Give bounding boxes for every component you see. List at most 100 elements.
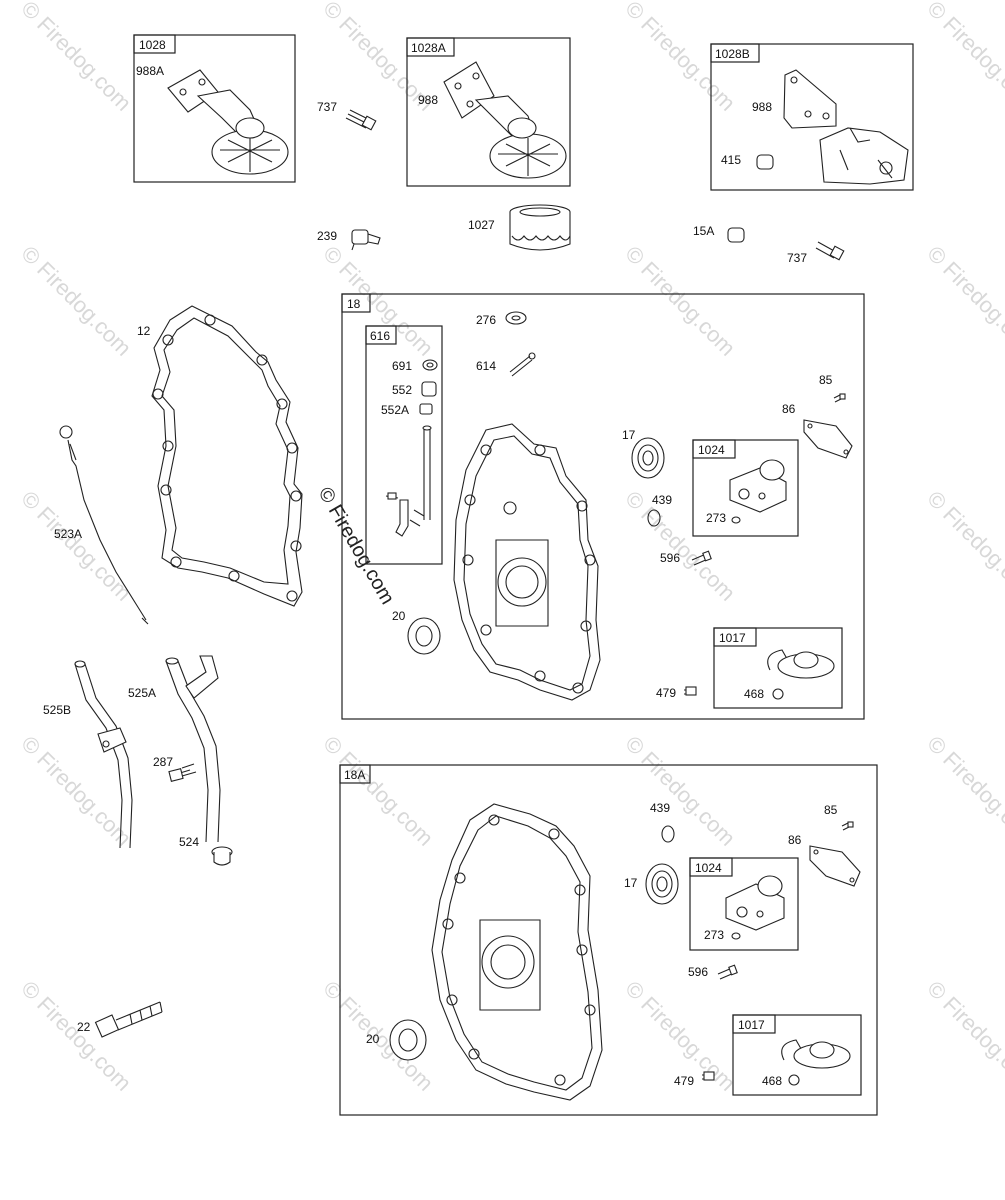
washer-439b-illustration: [661, 825, 675, 843]
watermark: © Firedog.com: [620, 241, 740, 361]
callout: 596: [688, 965, 708, 979]
callout: 468: [762, 1074, 782, 1088]
callout: 239: [317, 229, 337, 243]
group-label: 616: [370, 329, 390, 343]
callout: 479: [656, 686, 676, 700]
plug-524-illustration: [211, 846, 233, 866]
callout: 596: [660, 551, 680, 565]
crankcase-cover-illustration: [431, 803, 603, 1101]
watermark: © Firedog.com: [16, 241, 136, 361]
watermark: © Firedog.com: [16, 0, 136, 116]
ring-468b-illustration: [788, 1074, 800, 1086]
screw-287-illustration: [168, 763, 197, 782]
callout: 737: [317, 100, 337, 114]
crankcase-cover-illustration: [453, 423, 601, 701]
pin-614-illustration: [509, 352, 536, 377]
screw-596b-illustration: [717, 964, 738, 980]
callout: 552A: [381, 403, 409, 417]
callout: 468: [744, 687, 764, 701]
watermark: © Firedog.com: [922, 976, 1005, 1096]
group-label: 1017: [719, 631, 746, 645]
oil-pickup-screen-illustration: [767, 649, 835, 679]
group-label: 1017: [738, 1018, 765, 1032]
group-1024: 1024: [692, 439, 799, 537]
callout: 273: [706, 511, 726, 525]
callout: 12: [137, 324, 151, 338]
cover-86-illustration: [803, 419, 853, 459]
group-616: 616: [365, 325, 443, 565]
callout: 439: [652, 493, 672, 507]
cover-86b-illustration: [809, 845, 861, 887]
group-1028a: 1028A: [406, 37, 571, 187]
callout: 523A: [54, 527, 82, 541]
callout: 273: [704, 928, 724, 942]
ring-273-illustration: [731, 516, 741, 524]
dipstick-tube-525a-illustration: [165, 655, 221, 843]
callout: 17: [624, 876, 638, 890]
gasket-illustration: [151, 305, 303, 607]
callout: 614: [476, 359, 496, 373]
screw-479b-illustration: [702, 1071, 715, 1081]
callout: 988A: [136, 64, 164, 78]
callout: 15A: [693, 224, 714, 238]
group-label: 1028B: [715, 47, 750, 61]
callout: 20: [392, 609, 406, 623]
callout: 86: [788, 833, 802, 847]
oil-pump-illustration: [725, 875, 785, 931]
callout: 691: [392, 359, 412, 373]
group-1028b: 1028B: [710, 43, 914, 191]
watermark: © Firedog.com: [16, 486, 136, 606]
group-label: 18: [347, 297, 361, 311]
bolt-737b-illustration: [815, 241, 845, 261]
callout: 276: [476, 313, 496, 327]
nut-276-illustration: [505, 311, 527, 325]
ring-468-illustration: [772, 688, 784, 700]
bearing-17b-illustration: [645, 863, 679, 905]
callout: 17: [622, 428, 636, 442]
callout: 988: [418, 93, 438, 107]
screw-479-illustration: [684, 686, 697, 696]
watermark: © Firedog.com: [318, 731, 438, 851]
oil-filter-illustration: [509, 204, 571, 251]
group-1028: 1028: [133, 34, 296, 183]
adapter-plate-illustration: [756, 69, 909, 185]
callout: 85: [819, 373, 833, 387]
callout: 525A: [128, 686, 156, 700]
plug-15a-illustration: [727, 227, 745, 243]
group-label: 1028A: [411, 41, 446, 55]
screw-596-illustration: [691, 550, 712, 566]
bolt-737-illustration: [345, 109, 377, 131]
oil-pump-illustration: [729, 459, 787, 513]
callout: 988: [752, 100, 772, 114]
seal-20-illustration: [407, 617, 441, 655]
group-label: 18A: [344, 768, 365, 782]
callout: 415: [721, 153, 741, 167]
oil-pickup-screen-illustration: [781, 1039, 851, 1069]
group-1017b: 1017: [732, 1014, 862, 1096]
callout: 287: [153, 755, 173, 769]
watermark: © Firedog.com: [16, 976, 136, 1096]
callout: 737: [787, 251, 807, 265]
bearing-17-illustration: [631, 437, 665, 479]
oil-pickup-illustration: [443, 61, 567, 179]
group-1017: 1017: [713, 627, 843, 709]
callout: 552: [392, 383, 412, 397]
callout: 525B: [43, 703, 71, 717]
ring-273b-illustration: [731, 932, 741, 940]
watermark: © Firedog.com: [16, 731, 136, 851]
callout: 479: [674, 1074, 694, 1088]
copyright-text: © Firedog.com: [314, 484, 399, 609]
callout: 524: [179, 835, 199, 849]
callout: 85: [824, 803, 838, 817]
screw-85-illustration: [833, 393, 846, 403]
dipstick-illustration: [59, 425, 149, 625]
group-1024b: 1024: [689, 857, 799, 951]
dipstick-tube-525b-illustration: [74, 660, 133, 849]
group-label: 1024: [695, 861, 722, 875]
bolt-22-illustration: [94, 1001, 163, 1038]
screw-85b-illustration: [841, 821, 854, 831]
washer-439-illustration: [647, 509, 661, 527]
governor-shaft-illustration: [385, 359, 438, 537]
callout: 20: [366, 1032, 380, 1046]
